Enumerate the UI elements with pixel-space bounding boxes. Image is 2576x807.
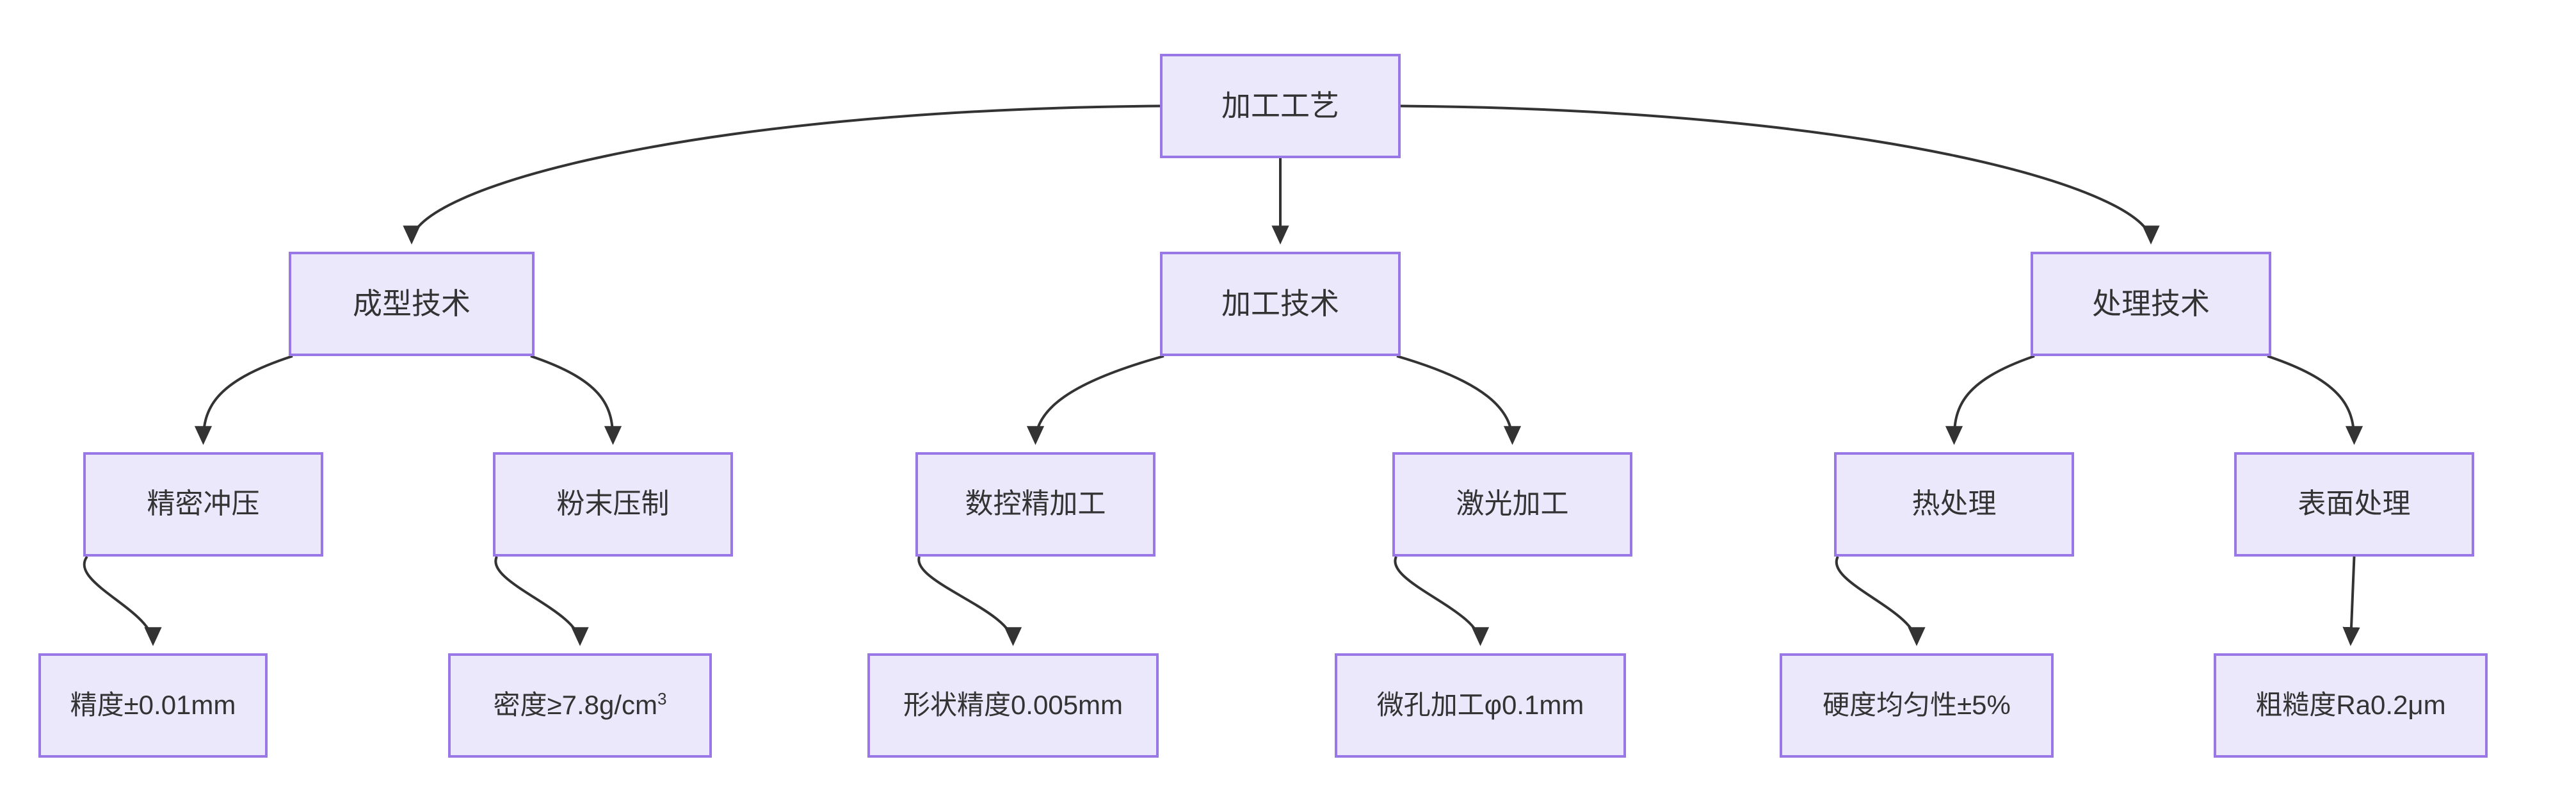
node-label: 粉末压制 (556, 488, 670, 520)
edge-c6-to-d6 (2342, 556, 2360, 646)
node-c6[interactable]: 表面处理 (2234, 452, 2474, 557)
node-c4[interactable]: 激光加工 (1392, 452, 1632, 557)
edge-c1-to-d1 (83, 555, 162, 646)
edge-b3-to-c6 (2267, 355, 2363, 445)
node-d1[interactable]: 精度±0.01mm (38, 653, 268, 758)
edge-c2-to-d2 (494, 556, 589, 646)
node-label: 微孔加工φ0.1mm (1376, 690, 1584, 721)
node-label: 粗糙度Ra0.2μm (2255, 690, 2446, 721)
node-c2[interactable]: 粉末压制 (493, 452, 733, 557)
node-label: 加工技术 (1221, 286, 1339, 320)
node-label-superscript: 3 (657, 689, 667, 709)
node-c1[interactable]: 精密冲压 (83, 452, 323, 557)
node-label: 加工工艺 (1221, 88, 1339, 122)
node-root[interactable]: 加工工艺 (1160, 54, 1401, 158)
edge-b2-to-c3 (1026, 355, 1164, 445)
node-label: 成型技术 (353, 286, 471, 320)
edge-root-to-b1 (403, 104, 1161, 245)
edge-c4-to-d4 (1394, 556, 1490, 646)
edge-root-to-b3 (1400, 104, 2160, 245)
node-label: 数控精加工 (965, 488, 1106, 520)
node-d5[interactable]: 硬度均匀性±5% (1780, 653, 2054, 758)
node-d6[interactable]: 粗糙度Ra0.2μm (2214, 653, 2488, 758)
node-d2[interactable]: 密度≥7.8g/cm3 (448, 653, 712, 758)
node-label: 精密冲压 (147, 488, 260, 520)
edge-c5-to-d5 (1835, 556, 1926, 646)
node-label: 精度±0.01mm (70, 690, 236, 721)
node-b3[interactable]: 处理技术 (2031, 252, 2271, 356)
node-label: 热处理 (1912, 488, 1997, 520)
node-label: 硬度均匀性±5% (1823, 690, 2011, 721)
node-label: 表面处理 (2298, 488, 2411, 520)
node-c5[interactable]: 热处理 (1834, 452, 2074, 557)
edge-b1-to-c2 (530, 355, 622, 445)
edge-b3-to-c5 (1945, 355, 2035, 445)
edge-b1-to-c1 (194, 355, 293, 445)
node-b2[interactable]: 加工技术 (1160, 252, 1401, 356)
node-b1[interactable]: 成型技术 (289, 252, 535, 356)
edge-c3-to-d3 (917, 556, 1022, 646)
edge-b2-to-c4 (1396, 355, 1522, 445)
node-label: 处理技术 (2092, 286, 2210, 320)
node-label: 形状精度0.005mm (903, 690, 1123, 721)
node-d3[interactable]: 形状精度0.005mm (867, 653, 1159, 758)
node-c3[interactable]: 数控精加工 (915, 452, 1155, 557)
node-label: 密度≥7.8g/cm3 (493, 689, 667, 721)
edge-paths (83, 104, 2363, 646)
node-label: 激光加工 (1456, 488, 1569, 520)
node-d4[interactable]: 微孔加工φ0.1mm (1335, 653, 1626, 758)
